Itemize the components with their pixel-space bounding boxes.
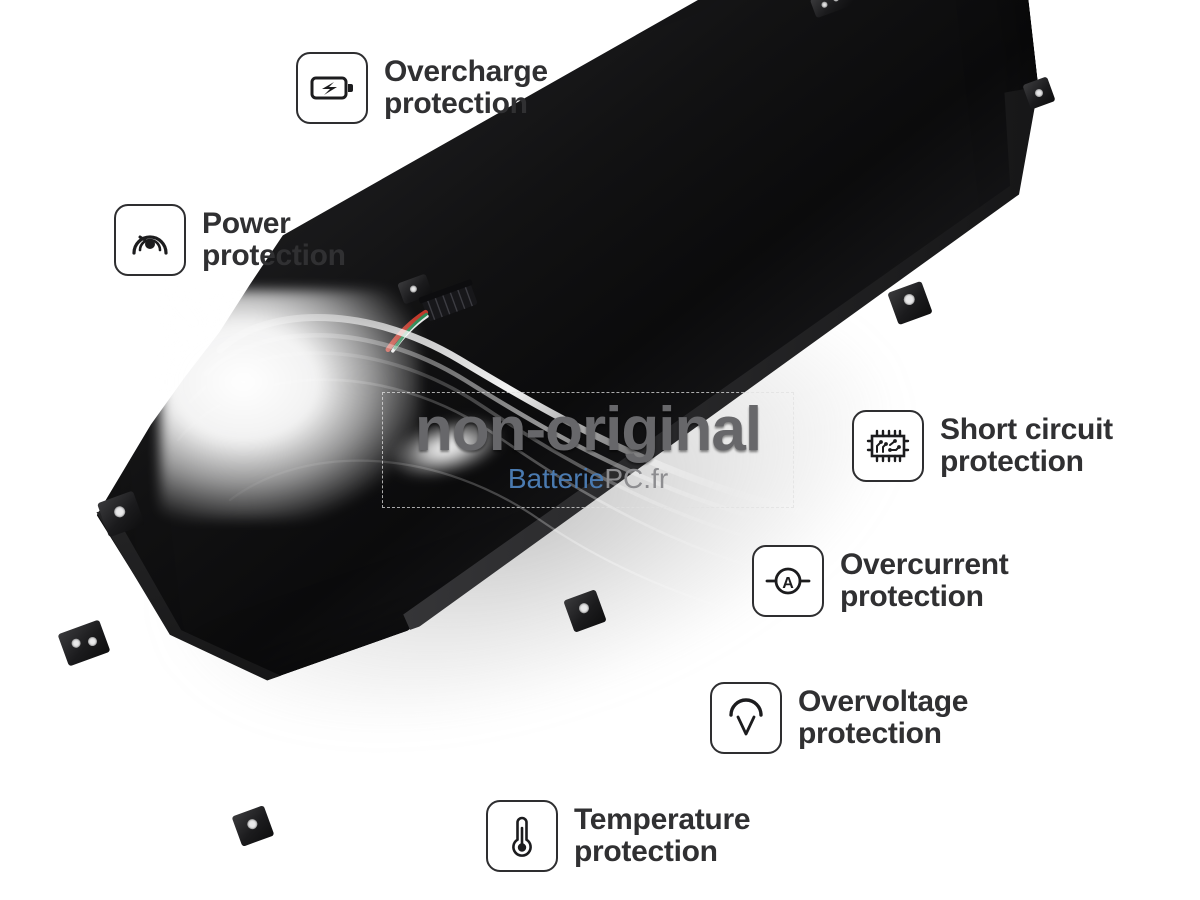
feature-callout-power: Power protection [114, 204, 346, 276]
gauge-glyph [132, 235, 168, 255]
feature-label-short-circuit: Short circuit protection [940, 412, 1113, 478]
feature-callout-overcurrent: A Overcurrent protection [752, 545, 1009, 617]
specular-bloom [160, 290, 420, 520]
integrated-circuit-glyph [866, 429, 910, 463]
voltmeter-arc-glyph [729, 698, 763, 736]
thermometer-glyph [512, 816, 532, 857]
gauge-icon [114, 204, 186, 276]
ammeter-icon: A [752, 545, 824, 617]
svg-text:A: A [782, 575, 794, 592]
voltmeter-arc-icon [710, 682, 782, 754]
feature-callout-overcharge: Overcharge protection [296, 52, 548, 124]
feature-label-overvoltage: Overvoltage protection [798, 684, 969, 750]
thermometer-icon [486, 800, 558, 872]
feature-callout-short-circuit: Short circuit protection [852, 410, 1113, 482]
battery-bolt-glyph [310, 76, 353, 100]
feature-callout-overvoltage: Overvoltage protection [710, 682, 968, 754]
feature-label-overcurrent: Overcurrent protection [840, 547, 1009, 613]
battery-bolt-icon [296, 52, 368, 124]
feature-label-temperature: Temperature protection [574, 802, 751, 868]
integrated-circuit-icon [852, 410, 924, 482]
feature-callout-temperature: Temperature protection [486, 800, 751, 872]
feature-label-overcharge: Overcharge protection [384, 54, 548, 120]
ammeter-glyph: A [765, 567, 811, 595]
feature-label-power: Power protection [202, 206, 346, 272]
mounting-tab-left-lower [57, 619, 111, 667]
